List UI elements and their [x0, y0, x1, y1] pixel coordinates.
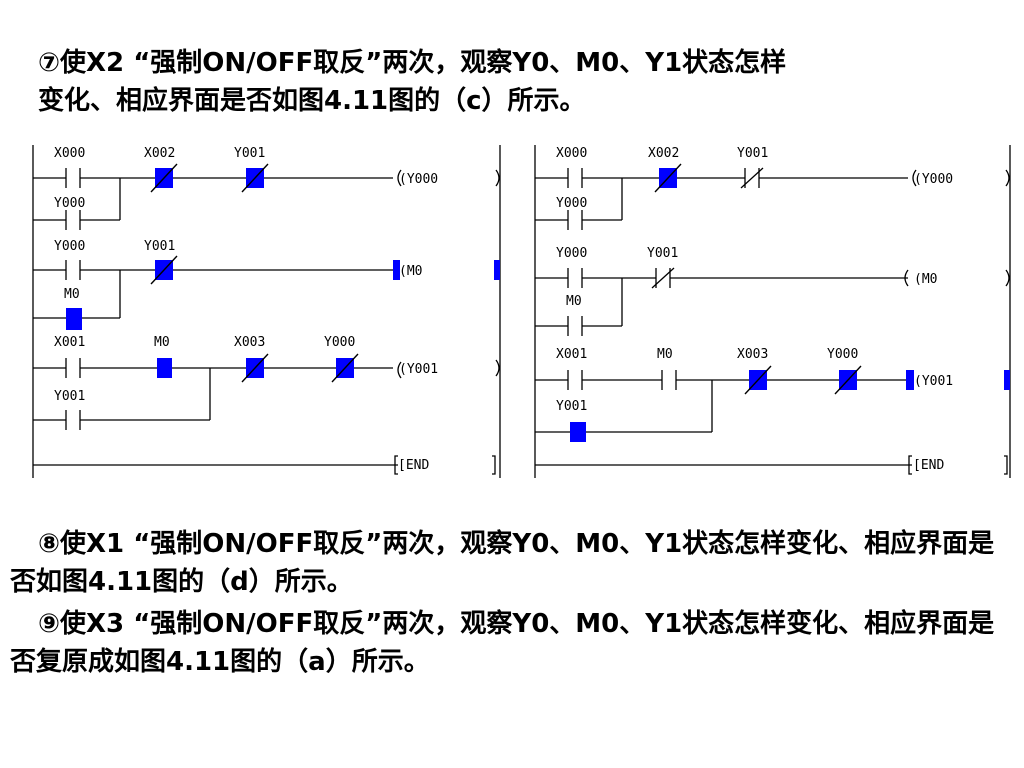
left-x002-contact — [150, 163, 178, 193]
left-y000c-contact — [331, 353, 359, 383]
left-label-m0c: M0 — [154, 335, 170, 350]
right-x002-contact — [654, 163, 682, 193]
ladder-diagram-left — [32, 145, 501, 478]
instruction-step-8: ⑧使X1 “强制ON/OFF取反”两次，观察Y0、M0、Y1状态怎样变化、相应界… — [10, 529, 995, 597]
right-label-end: [END — [913, 458, 944, 473]
right-y001-coil-end-highlight — [1004, 370, 1010, 390]
right-label-coil-y000: (Y000 — [914, 172, 953, 187]
right-label-m0c: M0 — [657, 347, 673, 362]
left-label-coil-y001: (Y001 — [399, 362, 438, 377]
left-y001b-contact — [150, 255, 178, 285]
left-label-coil-m0: (M0 — [399, 264, 422, 279]
left-label-y000-latch: Y000 — [54, 196, 85, 211]
right-label-x003: X003 — [737, 347, 768, 362]
right-label-x001: X001 — [556, 347, 587, 362]
right-label-y000c: Y000 — [827, 347, 858, 362]
left-x003-contact — [241, 353, 269, 383]
left-label-x003: X003 — [234, 335, 265, 350]
right-label-y001-latch: Y001 — [556, 399, 587, 414]
right-label-y001a: Y001 — [737, 146, 768, 161]
left-label-m0-latch: M0 — [64, 287, 80, 302]
left-y001a-contact — [241, 163, 269, 193]
instruction-step-7-line-1: ⑦使X2 “强制ON/OFF取反”两次，观察Y0、M0、Y1状态怎样 — [38, 48, 787, 78]
left-m0-latch-contact — [66, 308, 82, 330]
left-label-x001: X001 — [54, 335, 85, 350]
left-label-y001a: Y001 — [234, 146, 265, 161]
left-m0c-contact — [157, 358, 172, 378]
right-label-coil-m0: (M0 — [914, 272, 937, 287]
ladder-diagram-right — [534, 145, 1011, 478]
right-label-x002: X002 — [648, 146, 679, 161]
left-label-end: [END — [398, 458, 429, 473]
right-y000c-contact — [834, 365, 862, 395]
right-x003-contact — [744, 365, 772, 395]
left-m0-coil-highlight — [393, 260, 400, 280]
right-label-coil-y001: (Y001 — [914, 374, 953, 389]
instruction-step-7-line-2: 变化、相应界面是否如图4.11图的（c）所示。 — [38, 86, 586, 116]
left-label-y001b: Y001 — [144, 239, 175, 254]
right-label-x000: X000 — [556, 146, 587, 161]
left-label-coil-y000: (Y000 — [399, 172, 438, 187]
instruction-step-7: ⑦使X2 “强制ON/OFF取反”两次，观察Y0、M0、Y1状态怎样 变化、相应… — [38, 44, 1018, 120]
right-y001-coil-highlight — [906, 370, 914, 390]
right-label-y000b: Y000 — [556, 246, 587, 261]
right-label-y000-latch: Y000 — [556, 196, 587, 211]
left-label-x002: X002 — [144, 146, 175, 161]
left-label-y001-latch: Y001 — [54, 389, 85, 404]
right-label-m0-latch: M0 — [566, 294, 582, 309]
left-label-x000: X000 — [54, 146, 85, 161]
left-label-y000c: Y000 — [324, 335, 355, 350]
right-label-y001b: Y001 — [647, 246, 678, 261]
left-label-y000b: Y000 — [54, 239, 85, 254]
right-y001-latch-contact — [570, 422, 586, 442]
instruction-step-9: ⑨使X3 “强制ON/OFF取反”两次，观察Y0、M0、Y1状态怎样变化、相应界… — [10, 609, 995, 677]
left-m0-coil-end-highlight — [494, 260, 500, 280]
ladder-diagrams: X000 X002 Y001 (Y000 Y000 Y000 Y001 (M0 … — [32, 145, 1011, 478]
